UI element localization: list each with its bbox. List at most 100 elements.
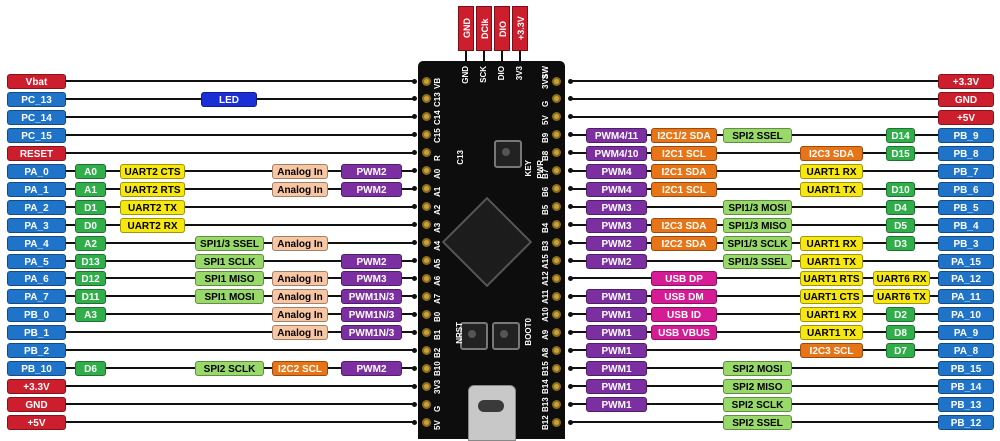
- silk-left-pin: C15: [433, 128, 442, 143]
- function-tag-pwm2: PWM2: [341, 181, 402, 197]
- pin-label-pb-6: PB_6: [938, 181, 994, 197]
- board-pad-right: [552, 363, 561, 373]
- board-pad-left: [422, 417, 431, 427]
- silk-key: KEY: [524, 160, 533, 177]
- silk-right-pin: B8: [541, 150, 550, 161]
- silk-right-pin: 5V: [541, 115, 550, 125]
- function-tag-spi2-sclk: SPI2 SCLK: [195, 361, 264, 377]
- silk-right-pin: B15: [541, 361, 550, 377]
- right-connector-line: [570, 295, 938, 298]
- function-tag-usb-dm: USB DM: [651, 289, 717, 305]
- left-connector-line: [66, 403, 414, 406]
- function-tag-d2: D2: [886, 307, 915, 323]
- board-pad-left: [422, 291, 431, 301]
- board-pad-left: [422, 238, 431, 248]
- right-pin-dot: [567, 365, 573, 371]
- function-tag-spi1-3-ssel: SPI1/3 SSEL: [723, 253, 792, 269]
- header-pin-3-3v: +3.3V: [512, 6, 528, 51]
- left-connector-line: [66, 133, 414, 136]
- board-pad-left: [422, 309, 431, 319]
- function-tag-spi1-3-ssel: SPI1/3 SSEL: [195, 235, 264, 251]
- function-tag-uart1-rx: UART1 RX: [800, 235, 863, 251]
- function-tag-pwm2: PWM2: [341, 163, 402, 179]
- board-pad-right: [552, 148, 561, 158]
- silk-c13: C13: [456, 150, 465, 165]
- silk-swd-label: GND: [461, 66, 470, 84]
- right-connector-line: [570, 80, 938, 82]
- function-tag-uart1-cts: UART1 CTS: [800, 289, 863, 305]
- pin-label-3-3v: +3.3V: [7, 379, 66, 395]
- left-pin-dot: [411, 168, 417, 174]
- function-tag-usb-dp: USB DP: [651, 271, 717, 287]
- silk-right-pin: G: [541, 100, 550, 107]
- left-connector-line: [66, 187, 414, 190]
- function-tag-uart2-rx: UART2 RX: [120, 217, 185, 233]
- board-pad-left: [422, 381, 431, 391]
- left-pin-dot: [411, 96, 417, 102]
- board-pad-right: [552, 76, 561, 86]
- left-pin-dot: [411, 383, 417, 389]
- function-tag-spi1-3-sclk: SPI1/3 SCLK: [723, 235, 792, 251]
- right-connector-line: [570, 331, 938, 334]
- function-tag-i2c1-scl: I2C1 SCL: [651, 181, 717, 197]
- right-connector-line: [570, 151, 938, 154]
- silk-left-pin: A5: [433, 258, 442, 269]
- silk-swd-label: DIO: [497, 66, 506, 81]
- silk-right-pin: A11: [541, 290, 550, 305]
- function-tag-i2c2-sda: I2C2 SDA: [651, 235, 717, 251]
- silk-right-pin: B5: [541, 204, 550, 215]
- function-tag-d7: D7: [886, 343, 915, 359]
- function-tag-d13: D13: [75, 253, 106, 269]
- pin-label-reset: RESET: [7, 145, 66, 161]
- left-connector-line: [66, 80, 414, 82]
- header-pin-dclk: DClk: [476, 6, 492, 51]
- board-pad-left: [422, 327, 431, 337]
- pin-label-pa-4: PA_4: [7, 235, 66, 251]
- usb-c-connector: [468, 385, 516, 441]
- silk-right-pin: B12: [541, 415, 550, 431]
- function-tag-uart2-cts: UART2 CTS: [120, 163, 185, 179]
- board-pad-left: [422, 166, 431, 176]
- function-tag-uart6-tx: UART6 TX: [873, 289, 930, 305]
- function-tag-pwm1: PWM1: [586, 325, 647, 341]
- function-tag-analog-in: Analog In: [272, 307, 328, 323]
- board-pad-right: [552, 202, 561, 212]
- function-tag-pwm4-11: PWM4/11: [586, 127, 647, 143]
- board-pad-right: [552, 399, 561, 409]
- function-tag-pwm4: PWM4: [586, 181, 647, 197]
- function-tag-a2: A2: [75, 235, 106, 251]
- right-connector-line: [570, 349, 938, 352]
- board-pad-left: [422, 399, 431, 409]
- left-pin-dot: [411, 204, 417, 210]
- pin-label-pa-0: PA_0: [7, 163, 66, 179]
- function-tag-pwm1n-3: PWM1N/3: [341, 289, 402, 305]
- function-tag-spi1-miso: SPI1 MISO: [195, 271, 264, 287]
- board-pad-left: [422, 273, 431, 283]
- pin-label-pa-12: PA_12: [938, 271, 994, 287]
- pin-label-pb-5: PB_5: [938, 199, 994, 215]
- pin-label-pb-12: PB_12: [938, 415, 994, 431]
- function-tag-pwm3: PWM3: [341, 271, 402, 287]
- function-tag-pwm1: PWM1: [586, 343, 647, 359]
- right-pin-dot: [567, 240, 573, 246]
- pin-label-pb-14: PB_14: [938, 379, 994, 395]
- function-tag-analog-in: Analog In: [272, 289, 328, 305]
- function-tag-pwm4-10: PWM4/10: [586, 145, 647, 161]
- function-tag-pwm2: PWM2: [341, 361, 402, 377]
- function-tag-analog-in: Analog In: [272, 181, 328, 197]
- function-tag-pwm1: PWM1: [586, 307, 647, 323]
- function-tag-analog-in: Analog In: [272, 235, 328, 251]
- right-connector-line: [570, 187, 938, 190]
- silk-left-pin: C14: [433, 110, 442, 125]
- header-pin-gnd: GND: [458, 6, 474, 51]
- silk-right-pin: B13: [541, 397, 550, 413]
- header-pin-stem: [501, 51, 503, 61]
- pin-label-pa-15: PA_15: [938, 253, 994, 269]
- board-pad-right: [552, 417, 561, 427]
- right-connector-line: [570, 169, 938, 172]
- pin-label-3-3v: +3.3V: [938, 74, 994, 89]
- silk-boot0: BOOT0: [524, 318, 533, 346]
- silk-sw-label: SW: [541, 66, 550, 79]
- function-tag-spi1-3-mosi: SPI1/3 MOSI: [723, 199, 792, 215]
- pin-label-pa-8: PA_8: [938, 343, 994, 359]
